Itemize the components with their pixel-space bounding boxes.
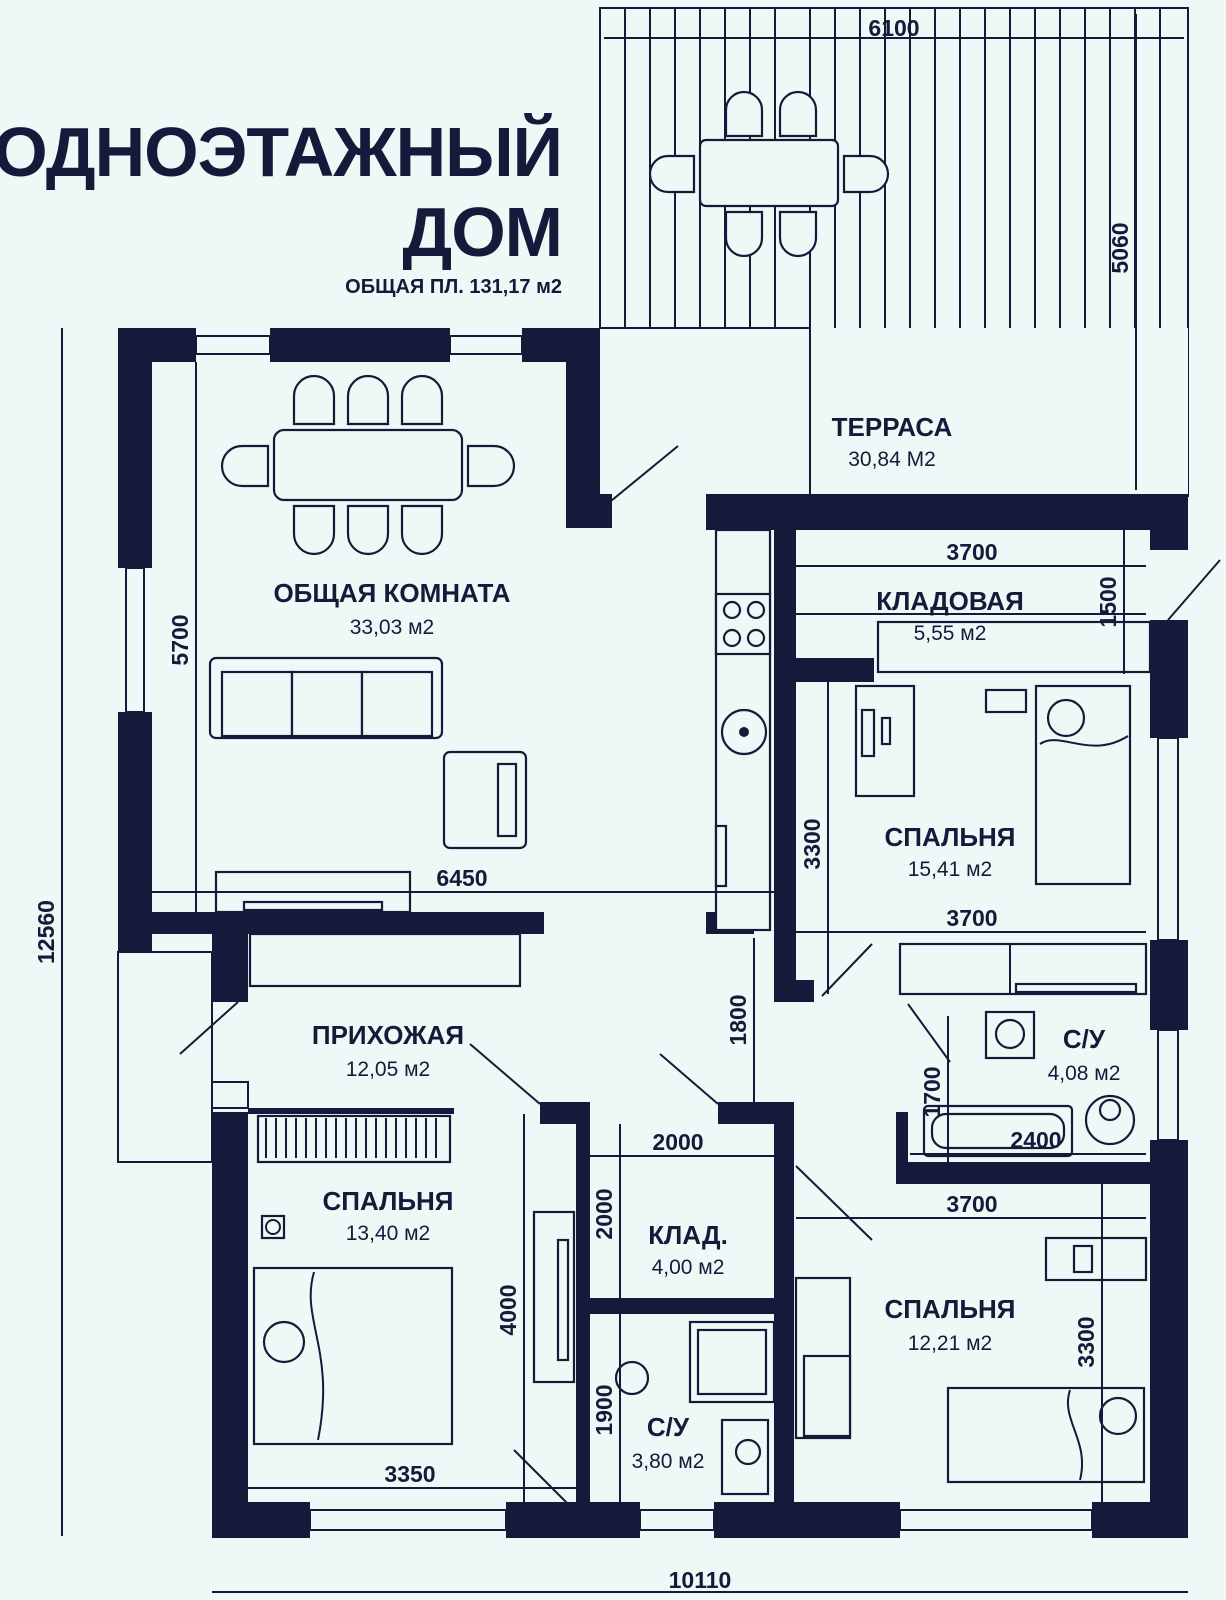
living-dining-set [220, 374, 516, 556]
storage-shelf [876, 620, 1152, 674]
hall-wardrobe [532, 1210, 576, 1384]
bath2-area: 3,80 м2 [632, 1450, 705, 1473]
bath1-area: 4,08 м2 [1048, 1062, 1121, 1085]
bedroom1-wardrobe [898, 942, 1148, 996]
door-swings [179, 445, 1221, 1513]
sofa [208, 656, 444, 740]
terrace-name: ТЕРРАСА [832, 412, 953, 442]
page-subtitle: ОБЩАЯ ПЛ. 131,17 м2 [345, 276, 562, 298]
bedroom2-name: СПАЛЬНЯ [323, 1186, 454, 1216]
hallway-name: ПРИХОЖАЯ [312, 1020, 464, 1050]
living-name: ОБЩАЯ КОМНАТА [273, 578, 510, 608]
storage-area: 5,55 м2 [914, 622, 987, 645]
walls [118, 328, 1188, 1538]
bedroom3-area: 12,21 м2 [908, 1332, 993, 1355]
bedroom1-bed [984, 684, 1132, 886]
page-title-line2: ДОМ [402, 193, 563, 271]
dim-storage-width: 3700 [946, 539, 997, 565]
dimension-lines [61, 14, 1188, 1593]
dim-terrace-depth: 5060 [1107, 222, 1133, 273]
bedroom1-name: СПАЛЬНЯ [885, 822, 1016, 852]
dim-bedroom1-depth: 3300 [799, 818, 825, 869]
bedroom3-bed [946, 1386, 1146, 1484]
dim-bedroom2-depth: 4000 [495, 1284, 521, 1335]
dim-hall-passage: 1800 [725, 994, 751, 1045]
bedroom3-name: СПАЛЬНЯ [885, 1294, 1016, 1324]
dim-bedroom3-width: 3700 [946, 1191, 997, 1217]
dim-closet-width: 2000 [652, 1129, 703, 1155]
terrace-area: 30,84 М2 [848, 448, 936, 471]
hall-bench [248, 932, 522, 988]
bath1-fixtures [922, 1010, 1136, 1158]
dim-terrace-width: 6100 [868, 15, 919, 41]
bath1-name: С/У [1063, 1024, 1106, 1054]
bedroom2-area: 13,40 м2 [346, 1222, 431, 1245]
closet-name: КЛАД. [648, 1220, 728, 1250]
page-title: ОДНОЭТАЖНЫЙ ДОМ [0, 112, 563, 272]
terrace-dining-set [648, 90, 890, 258]
dim-bedroom2-width: 3350 [384, 1461, 435, 1487]
living-area: 33,03 м2 [350, 616, 435, 639]
armchair [442, 750, 528, 850]
bath2-name: С/У [647, 1412, 690, 1442]
dim-living-height: 5700 [167, 614, 193, 665]
dim-living-width: 6450 [436, 865, 487, 891]
bedroom1-desk [854, 684, 916, 798]
bedroom2-wardrobe [256, 1114, 452, 1164]
bedroom2-bed [252, 1214, 454, 1446]
bedroom1-area: 15,41 м2 [908, 858, 993, 881]
storage-name: КЛАДОВАЯ [876, 586, 1024, 616]
dim-closet-depth: 2000 [591, 1188, 617, 1239]
dim-bath1-width: 2400 [1010, 1127, 1061, 1153]
windows [117, 327, 1179, 1531]
room-labels: ТЕРРАСА 30,84 М2 ОБЩАЯ КОМНАТА 33,03 м2 … [273, 412, 1120, 1473]
dim-bedroom3-depth: 3300 [1073, 1316, 1099, 1367]
bedroom3-wardrobe [794, 1276, 852, 1440]
dimension-labels: 6100 5060 12560 10110 5700 6450 3700 150… [33, 15, 1133, 1593]
dim-storage-depth: 1500 [1095, 576, 1121, 627]
bedroom3-desk [1044, 1236, 1148, 1282]
hallway-area: 12,05 м2 [346, 1058, 431, 1081]
dim-overall-height: 12560 [33, 900, 59, 964]
dim-bedroom1-width: 3700 [946, 905, 997, 931]
kitchen-counter [714, 528, 772, 932]
dim-bath2-depth: 1900 [591, 1384, 617, 1435]
dim-overall-width: 10110 [669, 1567, 732, 1593]
page-title-line1: ОДНОЭТАЖНЫЙ [0, 113, 563, 191]
bath2-fixtures [614, 1320, 776, 1496]
dim-bath1-depth: 1700 [919, 1066, 945, 1117]
closet-area: 4,00 м2 [652, 1256, 725, 1279]
